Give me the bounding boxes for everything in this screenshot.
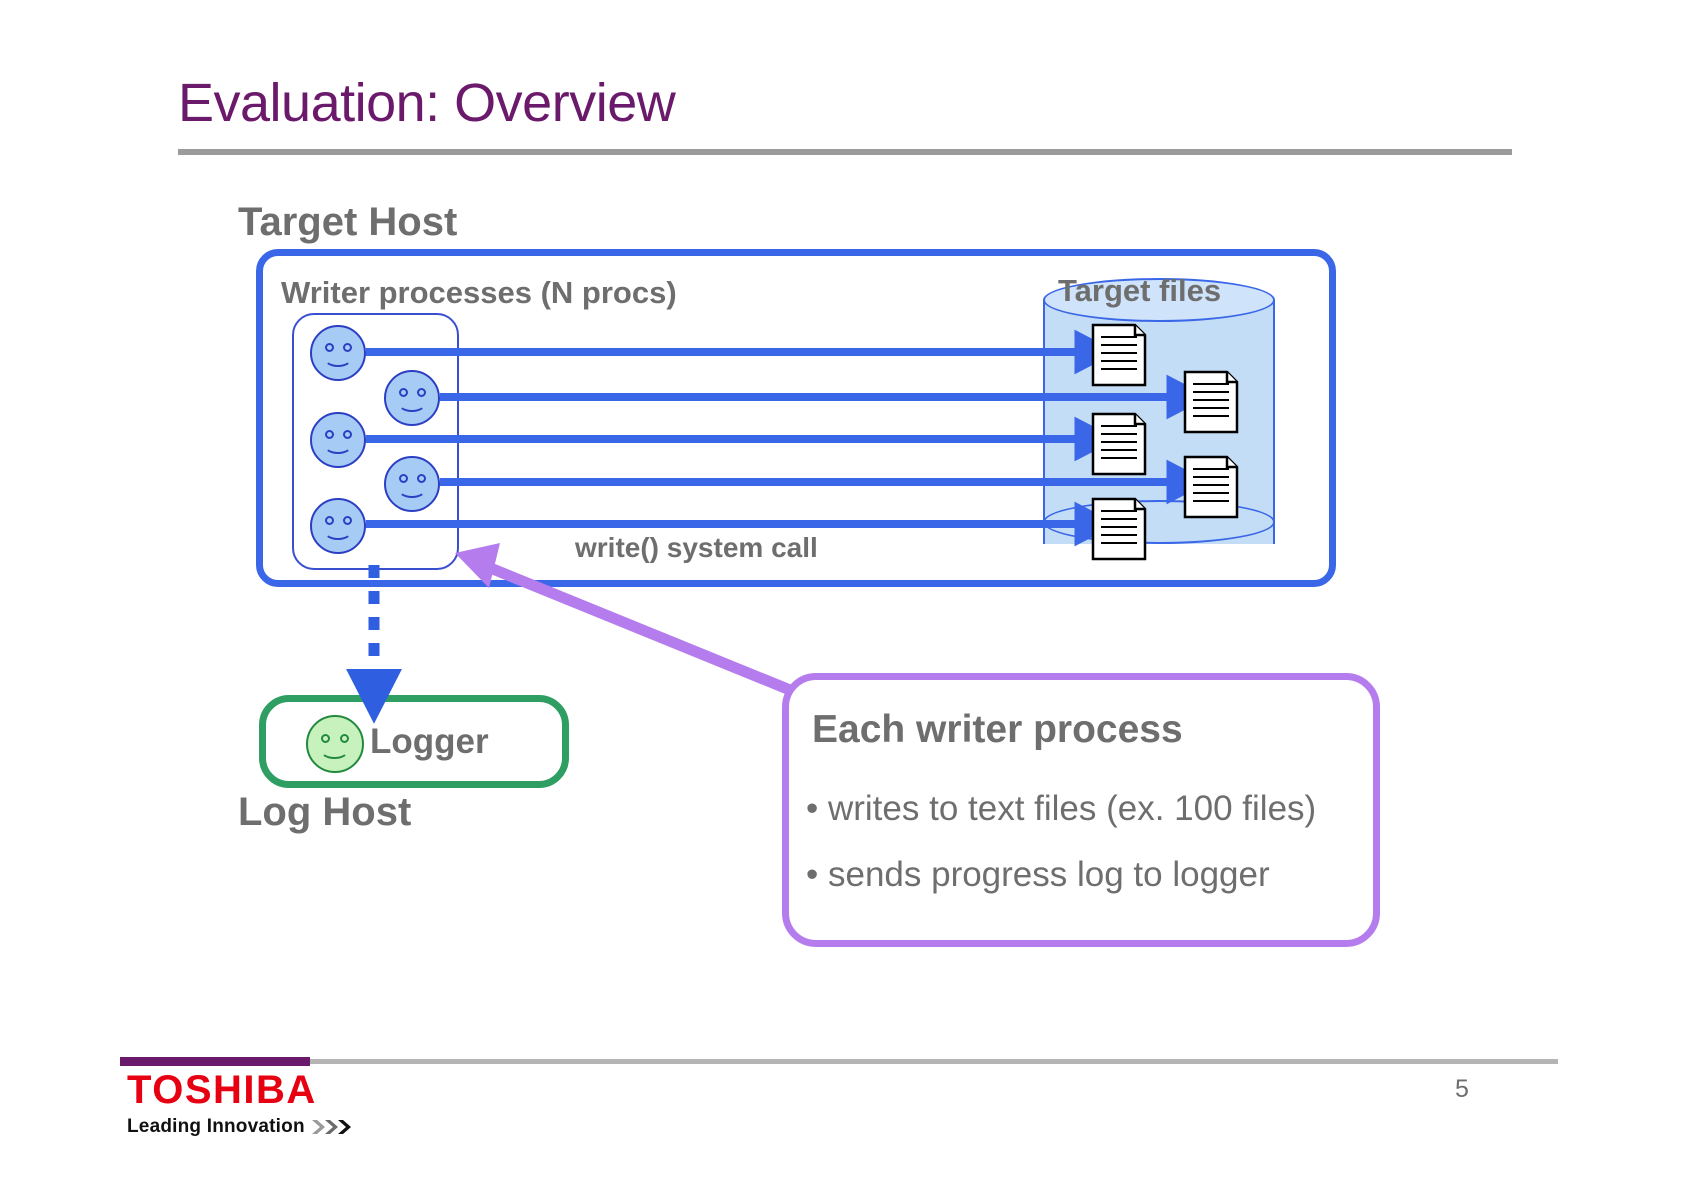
file-icon-2 — [1183, 370, 1239, 439]
file-icon-4 — [1183, 455, 1239, 524]
callout-bullet-item: • writes to text files (ex. 100 files) — [806, 789, 1317, 828]
callout-heading: Each writer process — [812, 708, 1183, 751]
writer-processes-label: Writer processes (N procs) — [281, 275, 677, 310]
writer-process-icon-2 — [384, 370, 440, 426]
file-icon-3 — [1091, 412, 1147, 481]
page-number: 5 — [1455, 1075, 1469, 1103]
write-syscall-label: write() system call — [575, 532, 818, 563]
file-icon-1 — [1091, 323, 1147, 392]
log-host-label: Log Host — [238, 790, 412, 834]
writer-process-icon-3 — [310, 412, 366, 468]
toshiba-tagline-text: Leading Innovation — [127, 1116, 305, 1137]
callout-bullet-item: • sends progress log to logger — [806, 855, 1270, 894]
target-host-container — [256, 249, 1336, 587]
logger-icon — [306, 715, 364, 773]
target-files-cylinder — [1043, 278, 1275, 566]
writer-process-icon-4 — [384, 456, 440, 512]
toshiba-logo: TOSHIBA — [127, 1068, 317, 1112]
cylinder-top-ellipse — [1043, 278, 1275, 322]
callout-container — [782, 673, 1380, 947]
writer-process-icon-5 — [310, 498, 366, 554]
chevrons-icon — [311, 1120, 351, 1134]
cylinder-bottom-ellipse — [1043, 500, 1275, 544]
title-divider — [178, 149, 1512, 155]
writer-process-icon-1 — [310, 325, 366, 381]
target-files-label: Target files — [1058, 273, 1222, 308]
footer-divider — [310, 1059, 1558, 1064]
target-host-label: Target Host — [238, 200, 458, 244]
footer-accent-bar — [120, 1057, 310, 1066]
file-icon-5 — [1091, 497, 1147, 566]
logger-label: Logger — [370, 722, 489, 761]
toshiba-tagline: Leading Innovation — [127, 1116, 357, 1138]
page-title: Evaluation: Overview — [178, 73, 676, 133]
